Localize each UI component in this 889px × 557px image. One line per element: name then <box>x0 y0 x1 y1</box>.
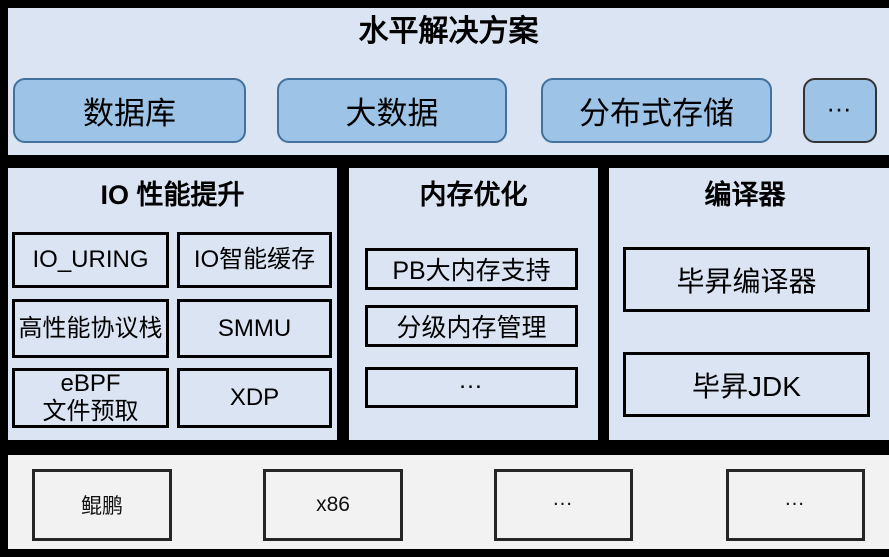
solution-box-more: … <box>803 78 877 143</box>
feature-box-memory-more-label: … <box>458 366 485 394</box>
feature-box-io-smart-cache: IO智能缓存 <box>177 232 332 288</box>
solution-box-database: 数据库 <box>13 78 246 143</box>
hardware-box-x86: x86 <box>263 469 403 541</box>
io-performance-title: IO 性能提升 <box>100 180 245 210</box>
feature-box-ebpf-file-prefetch: eBPF 文件预取 <box>12 368 169 428</box>
hardware-box-more-1: … <box>494 469 633 541</box>
solution-box-distributed-storage: 分布式存储 <box>541 78 772 143</box>
feature-box-high-perf-protocol-stack: 高性能协议栈 <box>12 299 169 358</box>
feature-box-smmu: SMMU <box>177 299 332 358</box>
feature-box-tiered-memory-mgmt: 分级内存管理 <box>365 305 578 347</box>
feature-box-xdp: XDP <box>177 368 332 428</box>
feature-box-bisheng-jdk: 毕昇JDK <box>623 352 870 417</box>
hardware-box-more-2: … <box>726 469 865 541</box>
horizontal-solutions-title: 水平解决方案 <box>358 15 539 48</box>
feature-box-io-uring: IO_URING <box>12 232 169 288</box>
feature-box-bisheng-compiler: 毕昇编译器 <box>623 247 870 312</box>
hardware-box-more-2-label: … <box>784 487 807 511</box>
hardware-box-kunpeng: 鲲鹏 <box>32 469 172 541</box>
feature-box-pb-large-memory: PB大内存支持 <box>365 248 578 290</box>
feature-box-memory-more: … <box>365 366 578 408</box>
solution-box-more-label: … <box>826 87 854 118</box>
compiler-title: 编译器 <box>704 180 786 210</box>
hardware-box-more-1-label: … <box>552 487 575 511</box>
solution-box-bigdata: 大数据 <box>277 78 507 143</box>
memory-optimization-title: 内存优化 <box>419 180 528 210</box>
